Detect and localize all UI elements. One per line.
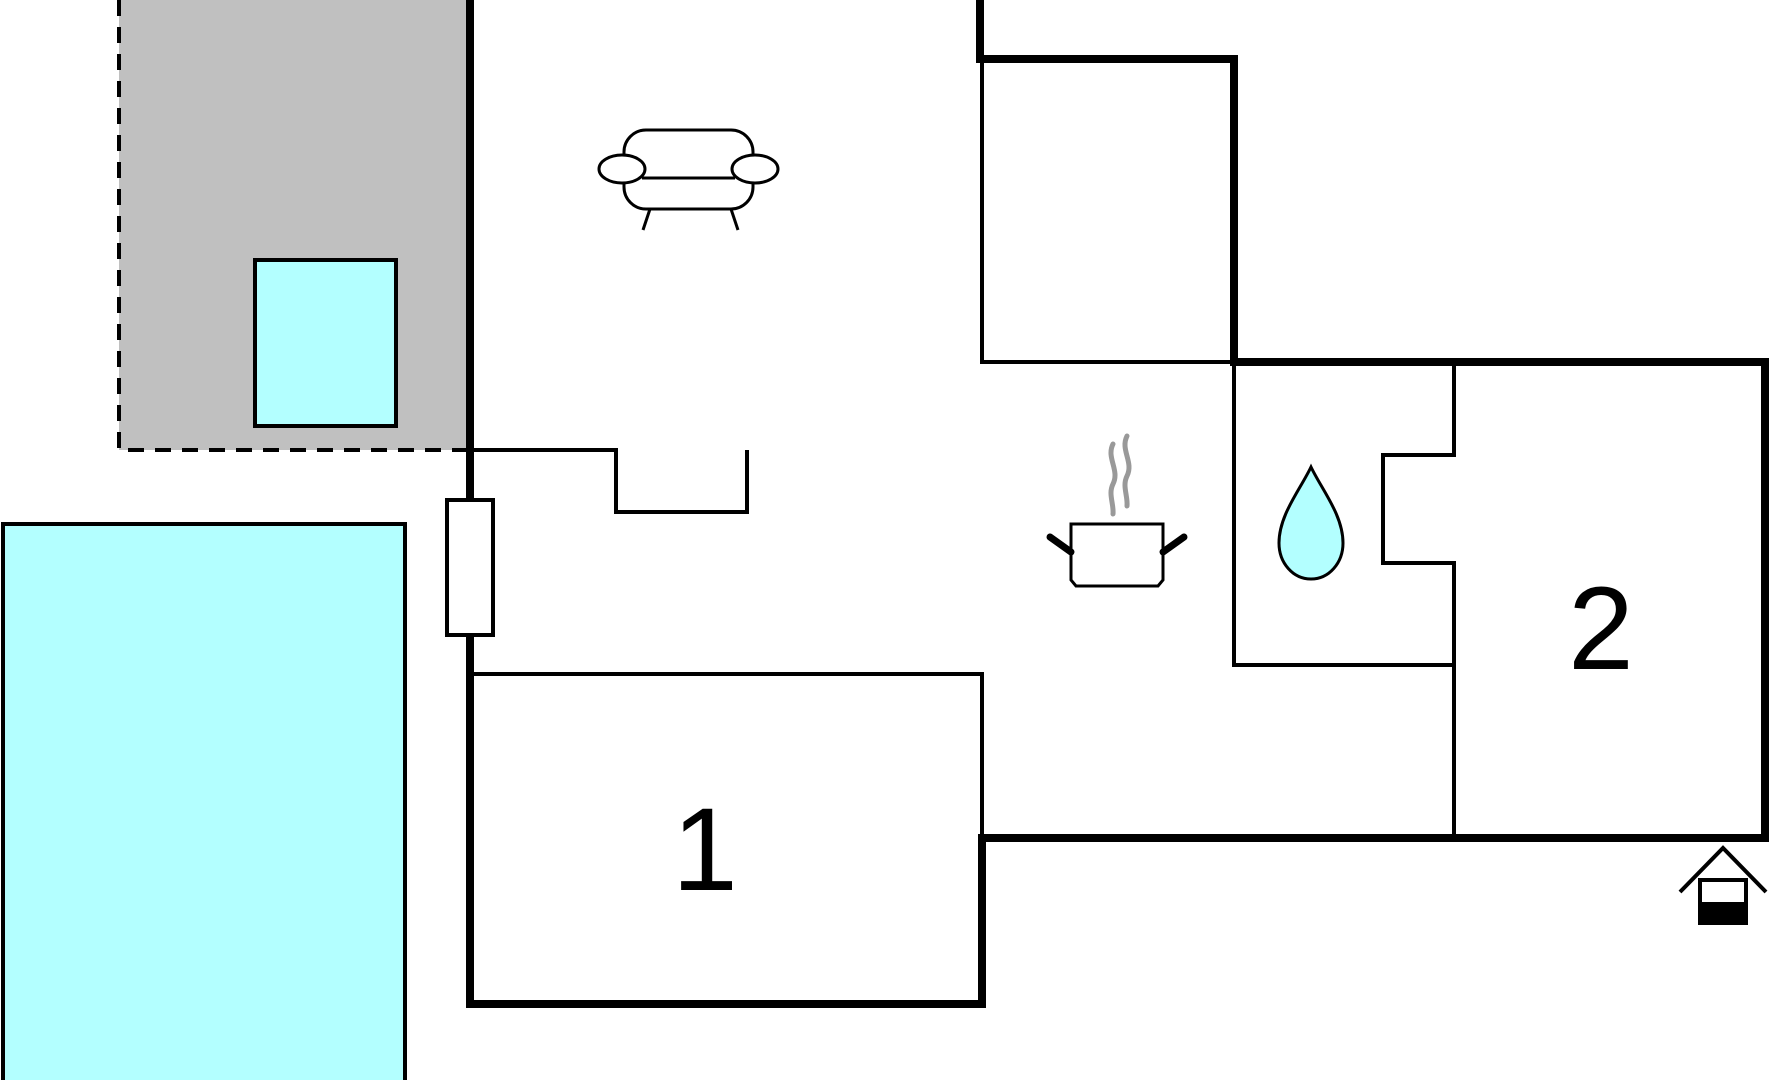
room-2-wall	[1381, 362, 1456, 838]
entrance-door	[1700, 902, 1746, 923]
room-1-number: 1	[672, 784, 738, 916]
north-east-wall	[976, 0, 1769, 842]
swimming-pool	[1, 522, 407, 1080]
sliding-door	[445, 498, 495, 637]
bathroom-wall	[1232, 362, 1454, 667]
sofa-left-leg	[641, 208, 652, 231]
interior-walls	[470, 59, 1456, 838]
counter-wall	[470, 448, 749, 514]
room-2-number: 2	[1568, 563, 1634, 695]
water-drop-icon	[1277, 463, 1345, 581]
steam-line-1	[1108, 441, 1118, 517]
terrace	[117, 0, 470, 452]
terrace-dashed-border	[117, 0, 470, 452]
pot-left-handle	[1046, 533, 1075, 556]
entrance-roof	[1678, 845, 1768, 894]
pot-right-handle	[1159, 533, 1188, 556]
storage-room-walls	[980, 59, 1232, 364]
west-wall-lower	[466, 631, 986, 1008]
cooking-pot-icon	[1046, 433, 1188, 588]
sofa-right-leg	[729, 208, 740, 231]
sofa-right-arm	[730, 153, 780, 185]
terrace-hot-tub	[253, 258, 398, 428]
room-1-wall	[470, 672, 984, 838]
sofa-icon	[597, 128, 780, 231]
house-entrance-icon	[1678, 845, 1768, 925]
sofa-left-arm	[597, 153, 647, 185]
steam-line-2	[1122, 433, 1132, 509]
pot-body	[1069, 522, 1165, 588]
